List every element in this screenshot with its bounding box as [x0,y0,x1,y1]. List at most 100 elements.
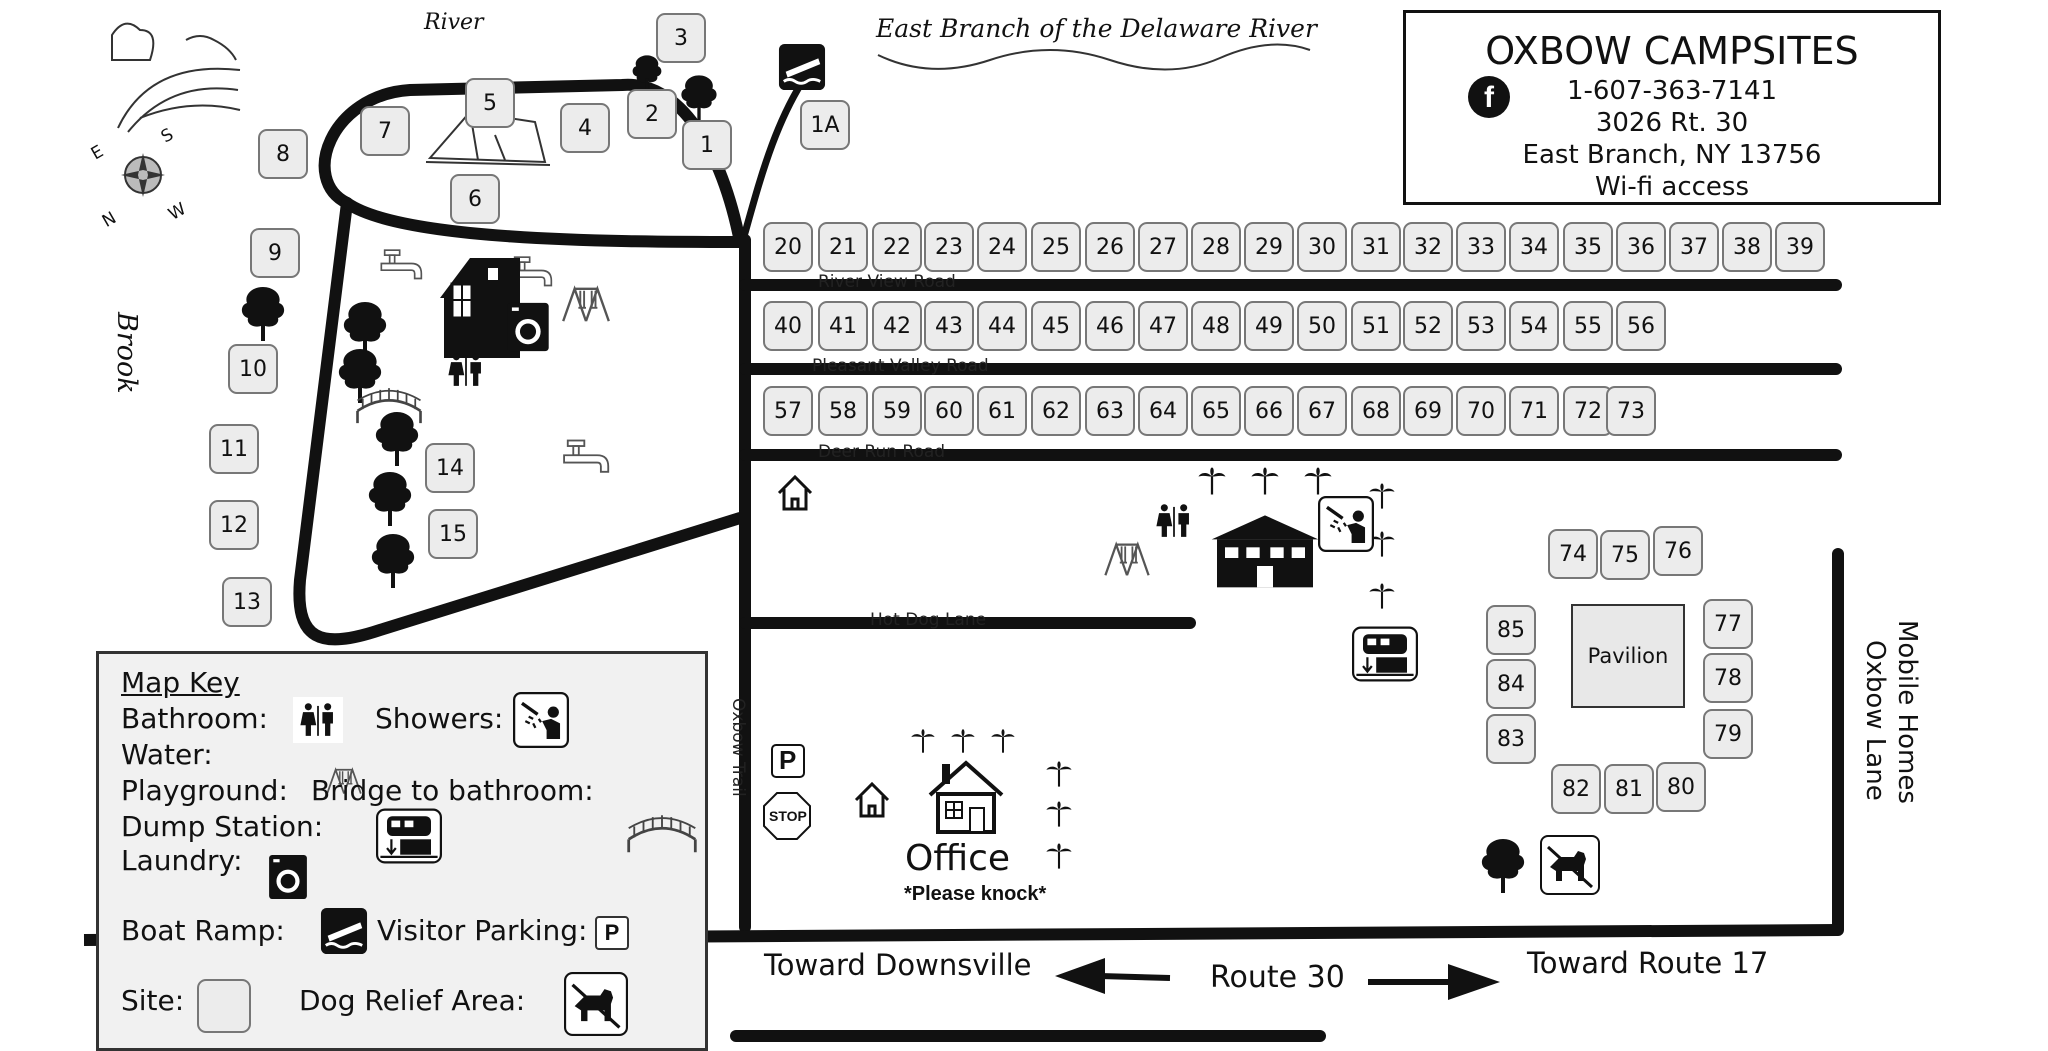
campsite[interactable]: 46 [1085,301,1135,351]
campsite[interactable]: 59 [872,386,922,436]
campsite[interactable]: 28 [1191,222,1241,272]
campsite[interactable]: 14 [425,443,475,493]
campsite[interactable]: 21 [818,222,868,272]
key-water: Water: [121,738,213,771]
campsite[interactable]: 49 [1244,301,1294,351]
campsite[interactable]: 29 [1244,222,1294,272]
campsite[interactable]: 63 [1085,386,1135,436]
campsite[interactable]: 79 [1703,709,1753,759]
campsite[interactable]: 74 [1548,529,1598,579]
campsite[interactable]: 45 [1031,301,1081,351]
tree-icon [1197,466,1227,496]
campsite[interactable]: 67 [1297,386,1347,436]
campsite[interactable]: 7 [360,106,410,156]
office-note: *Please knock* [904,883,1047,905]
campsite[interactable]: 34 [1509,222,1559,272]
campsite[interactable]: 25 [1031,222,1081,272]
campsite[interactable]: 58 [818,386,868,436]
campsite[interactable]: 77 [1703,599,1753,649]
arrow-left-icon [1055,958,1171,994]
campsite[interactable]: 27 [1138,222,1188,272]
campsite[interactable]: 64 [1138,386,1188,436]
campsite[interactable]: 36 [1616,222,1666,272]
campsite[interactable]: 1 [682,120,732,170]
campsite[interactable]: 5 [465,78,515,128]
river-label: River [424,10,484,35]
tree-icon [1045,760,1073,788]
campsite[interactable]: 6 [450,174,500,224]
campground-info-box: OXBOW CAMPSITES 1-607-363-7141 3026 Rt. … [1403,10,1941,205]
campsite[interactable]: 33 [1456,222,1506,272]
tree-icon [1303,466,1333,496]
campsite[interactable]: 47 [1138,301,1188,351]
campsite[interactable]: 76 [1653,526,1703,576]
campsite[interactable]: 20 [763,222,813,272]
campsite[interactable]: 84 [1486,659,1536,709]
campsite[interactable]: 8 [258,129,308,179]
campsite[interactable]: 61 [977,386,1027,436]
campsite[interactable]: 80 [1656,762,1706,812]
campsite[interactable]: 85 [1486,605,1536,655]
campsite[interactable]: 43 [924,301,974,351]
stop-sign-icon [763,792,811,840]
campsite[interactable]: 69 [1403,386,1453,436]
campsite[interactable]: 40 [763,301,813,351]
campsite[interactable]: 78 [1703,653,1753,703]
campsite[interactable]: 35 [1563,222,1613,272]
campsite[interactable]: 42 [872,301,922,351]
campsite[interactable]: 66 [1244,386,1294,436]
facebook-icon[interactable]: f [1468,76,1510,118]
campsite[interactable]: 54 [1509,301,1559,351]
campsite[interactable]: 30 [1297,222,1347,272]
campsite[interactable]: 50 [1297,301,1347,351]
campsite[interactable]: 26 [1085,222,1135,272]
campsite[interactable]: 4 [560,103,610,153]
campsite[interactable]: 11 [209,424,259,474]
campsite[interactable]: 31 [1351,222,1401,272]
campsite[interactable]: 68 [1351,386,1401,436]
campsite[interactable]: 55 [1563,301,1613,351]
campsite[interactable]: 12 [209,500,259,550]
campsite[interactable]: 13 [222,577,272,627]
campsite[interactable]: 41 [818,301,868,351]
campsite[interactable]: 71 [1509,386,1559,436]
campsite[interactable]: 15 [428,509,478,559]
campsite[interactable]: 22 [872,222,922,272]
bathroom-icon [293,697,343,743]
campsite[interactable]: 51 [1351,301,1401,351]
campsite[interactable]: 60 [924,386,974,436]
campsite[interactable]: 75 [1600,530,1650,580]
campsite[interactable]: 56 [1616,301,1666,351]
campsite[interactable]: 3 [656,13,706,63]
campsite[interactable]: 82 [1551,764,1601,814]
campsite[interactable]: 81 [1604,764,1654,814]
campsite[interactable]: 83 [1486,714,1536,764]
campsite[interactable]: 62 [1031,386,1081,436]
tree-icon [1368,582,1396,610]
campsite[interactable]: 23 [924,222,974,272]
map-key: Map Key Bathroom: Showers: Water: Playgr… [96,651,708,1051]
mobile-homes-label: Mobile Homes [1892,620,1922,804]
campsite[interactable]: 10 [228,344,278,394]
loop-crossroad [341,197,746,248]
campsite[interactable]: 73 [1606,386,1656,436]
key-boat-ramp: Boat Ramp: [121,914,285,947]
campsite[interactable]: 53 [1456,301,1506,351]
campsite[interactable]: 38 [1722,222,1772,272]
campsite[interactable]: 9 [250,228,300,278]
dog-relief-icon [564,972,628,1036]
campsite[interactable]: 52 [1403,301,1453,351]
campsite[interactable]: 48 [1191,301,1241,351]
campsite[interactable]: 32 [1403,222,1453,272]
campsite[interactable]: 24 [977,222,1027,272]
campsite[interactable]: 39 [1775,222,1825,272]
campsite[interactable]: 1A [800,100,850,150]
campsite[interactable]: 37 [1669,222,1719,272]
campsite[interactable]: 44 [977,301,1027,351]
campsite[interactable]: 2 [627,89,677,139]
river-logo-icon [111,22,241,133]
campsite[interactable]: 70 [1456,386,1506,436]
campsite[interactable]: 65 [1191,386,1241,436]
campsite[interactable]: 57 [763,386,813,436]
street-address: 3026 Rt. 30 [1595,108,1749,138]
